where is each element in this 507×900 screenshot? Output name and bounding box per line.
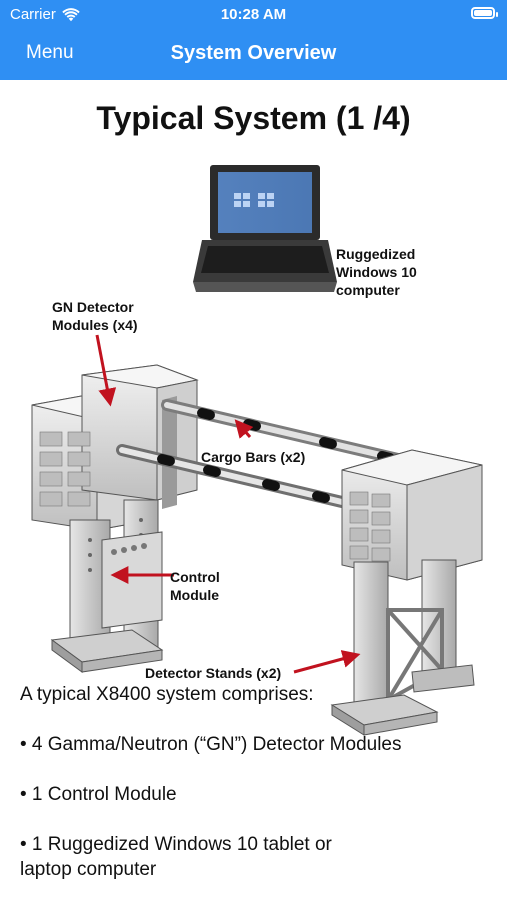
detector-stands-arrow xyxy=(293,650,361,674)
bullet-1: • 4 Gamma/Neutron (“GN”) Detector Module… xyxy=(20,734,402,755)
gn-detector-arrow xyxy=(95,334,117,407)
control-module-label: Control Module xyxy=(170,569,220,605)
right-detector-stand xyxy=(330,559,475,736)
system-illustration xyxy=(31,165,483,736)
left-detector-module xyxy=(31,364,199,531)
gn-detector-label: GN Detector Modules (x4) xyxy=(52,299,138,335)
bullet-3: • 1 Ruggedized Windows 10 tablet or lapt… xyxy=(20,834,332,881)
nav-title: System Overview xyxy=(170,42,337,64)
computer-label-line-2: Windows 10 xyxy=(336,263,417,280)
status-time: 10:28 AM xyxy=(220,6,287,23)
right-detector-module xyxy=(341,449,483,581)
status-bar: Carrier 10:28 AM xyxy=(0,0,507,28)
page-title: Typical System (1 /4) xyxy=(96,100,411,136)
gn-detector-label-line-2: Modules (x4) xyxy=(52,316,138,333)
system-diagram: Ruggedized Windows 10 computer GN Detect… xyxy=(12,160,495,740)
detector-stands-label: Detector Stands (x2) xyxy=(145,665,282,681)
control-module xyxy=(101,531,163,629)
control-module-label-line-2: Module xyxy=(170,586,219,603)
navigation-bar: Menu System Overview xyxy=(0,28,507,80)
carrier: Carrier xyxy=(10,6,80,23)
control-module-label-line-1: Control xyxy=(170,569,220,585)
gn-detector-label-line-1: GN Detector xyxy=(52,299,134,315)
top-bar: Carrier 10:28 AM Menu System Overview xyxy=(0,0,507,80)
computer-label: Ruggedized Windows 10 computer xyxy=(336,246,417,300)
battery-icon xyxy=(471,7,498,19)
wifi-icon xyxy=(62,7,80,21)
menu-button[interactable]: Menu xyxy=(26,42,74,63)
computer-label-line-3: computer xyxy=(336,281,400,298)
cargo-bars xyxy=(116,399,408,508)
cargo-bars-arrow xyxy=(234,419,254,439)
intro-text: A typical X8400 system comprises: xyxy=(20,684,314,705)
cargo-bars-label: Cargo Bars (x2) xyxy=(201,449,306,465)
callout-arrows xyxy=(95,334,361,674)
bullet-2: • 1 Control Module xyxy=(20,784,177,805)
computer-label-line-1: Ruggedized xyxy=(336,246,416,262)
laptop-illustration xyxy=(193,165,337,292)
content: Typical System (1 /4) xyxy=(0,80,507,900)
carrier-label: Carrier xyxy=(10,6,56,23)
